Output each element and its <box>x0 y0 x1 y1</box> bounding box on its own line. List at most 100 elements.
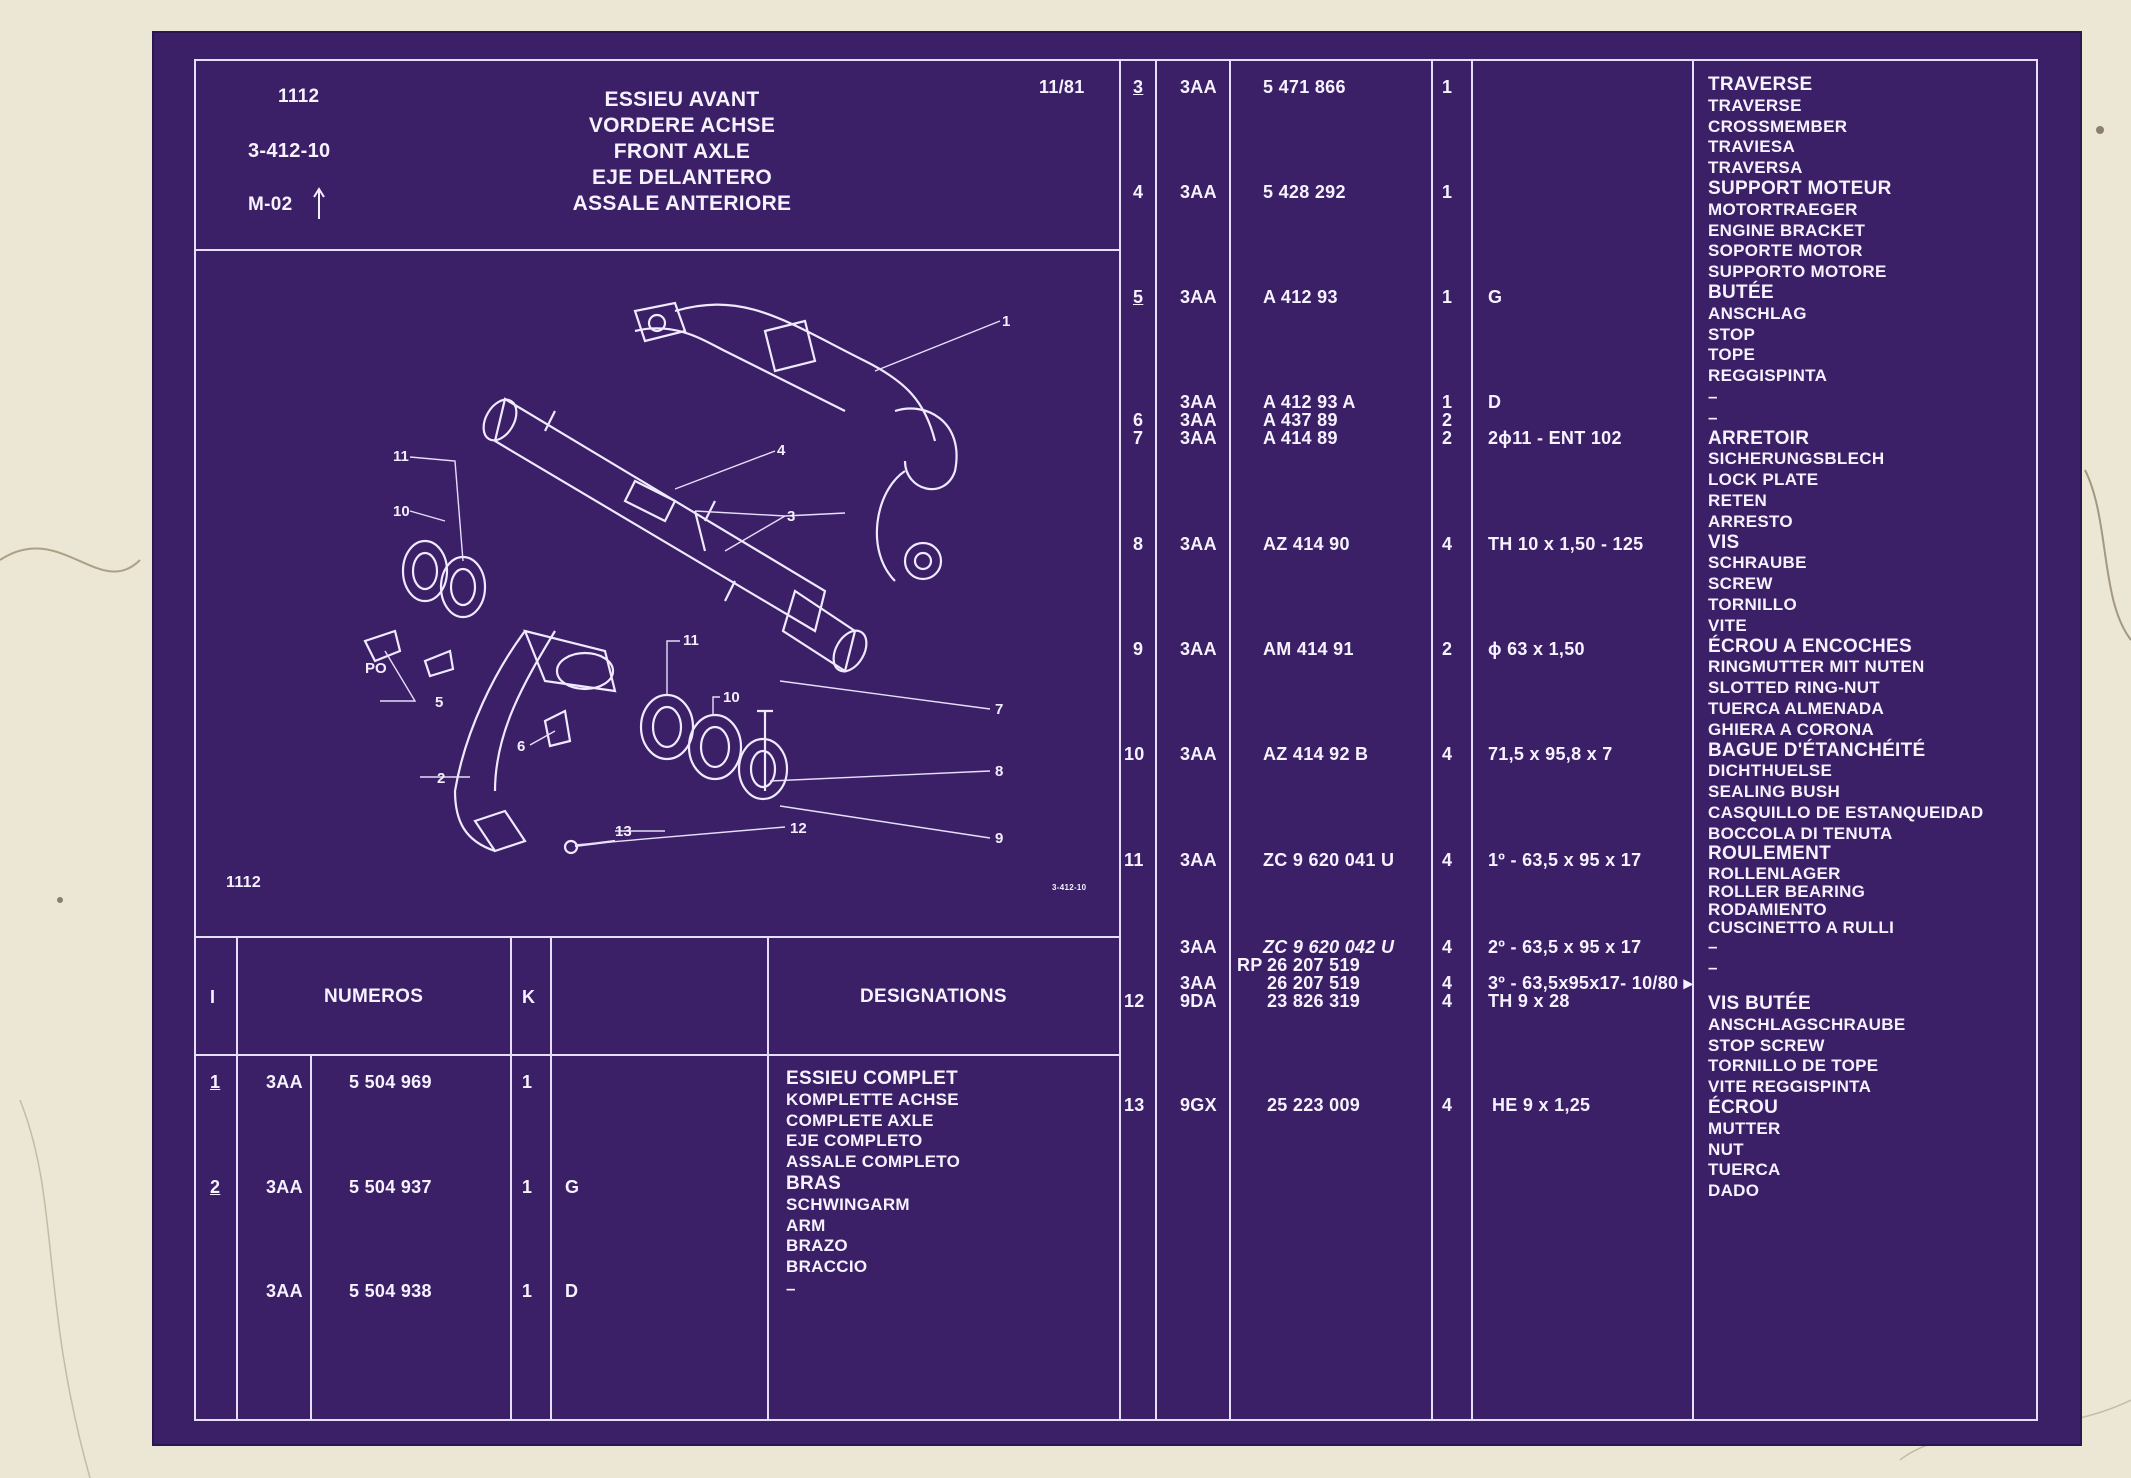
parts-sheet: 1112 3-412-10 M-02 11/81 ESSIEU AVANT VO… <box>152 31 2082 1446</box>
row-qty: 1 <box>1442 287 1453 307</box>
row-prefix: 3AA <box>1180 392 1217 412</box>
row-var: G <box>565 1177 580 1197</box>
row-designations: ESSIEU COMPLET KOMPLETTE ACHSE COMPLETE … <box>786 1068 961 1172</box>
row-spec: 2º - 63,5 x 95 x 17 <box>1488 937 1642 957</box>
row-index: 2 <box>210 1177 221 1197</box>
row-designations: – <box>786 1279 796 1298</box>
diagram-ref: 1112 <box>226 874 262 891</box>
row-prefix: 3AA <box>1180 850 1217 870</box>
divider <box>767 936 769 1421</box>
row-spec: TH 10 x 1,50 - 125 <box>1488 534 1644 554</box>
divider <box>194 249 1120 251</box>
row-qty: 4 <box>1442 744 1453 764</box>
row-qty: 2 <box>1442 410 1453 430</box>
row-spec: 3º - 63,5x95x17- 10/80 ▸ <box>1488 973 1693 993</box>
axle-tube <box>482 397 868 673</box>
row-spec: HE 9 x 1,25 <box>1492 1095 1591 1115</box>
row-index: 8 <box>1133 534 1144 554</box>
row-prefix: 3AA <box>1180 973 1217 993</box>
row-index: 6 <box>1133 410 1144 430</box>
divider <box>1692 59 1694 1421</box>
row-index: 11 <box>1124 850 1144 870</box>
row-prefix: 3AA <box>1180 744 1217 764</box>
row-number: ZC 9 620 042 U <box>1263 937 1395 957</box>
row-prefix: 3AA <box>1180 182 1217 202</box>
row-number: 5 504 937 <box>349 1177 432 1197</box>
callout-10: 10 <box>393 503 410 520</box>
row-spec: 2ϕ11 - ENT 102 <box>1488 428 1622 448</box>
row-var: D <box>565 1281 579 1301</box>
callout-7: 7 <box>995 701 1003 718</box>
row-prefix: 3AA <box>1180 534 1217 554</box>
arrow-up-icon <box>313 187 325 219</box>
row-number: A 437 89 <box>1263 410 1338 430</box>
row-index: 1 <box>210 1072 221 1092</box>
row-qty: 4 <box>1442 534 1453 554</box>
sheet-m02: M-02 <box>248 194 293 215</box>
row-prefix: 3AA <box>266 1177 303 1197</box>
sheet-code: 3-412-10 <box>248 140 331 162</box>
callout-10b: 10 <box>723 689 740 706</box>
row-spec: TH 9 x 28 <box>1488 991 1570 1011</box>
row-index: 3 <box>1133 77 1144 97</box>
callout-11b: 11 <box>683 632 699 649</box>
row-qty: 1 <box>1442 77 1453 97</box>
outer-frame <box>194 59 2038 1421</box>
row-number: 5 428 292 <box>1263 182 1346 202</box>
row-number: 25 223 009 <box>1267 1095 1361 1115</box>
callout-po: PO <box>365 660 387 677</box>
row-number: ZC 9 620 041 U <box>1263 850 1395 870</box>
callout-12: 12 <box>790 820 807 837</box>
callout-8: 8 <box>995 763 1003 780</box>
row-qty: 4 <box>1442 973 1453 993</box>
sheet-ref: 1112 <box>278 86 320 107</box>
row-index: 13 <box>1124 1095 1145 1115</box>
row-qty: 4 <box>1442 991 1453 1011</box>
row-prefix: 9GX <box>1180 1095 1217 1115</box>
divider <box>310 1054 312 1421</box>
row-qty: 1 <box>1442 182 1453 202</box>
sheet-date: 11/81 <box>1039 77 1085 97</box>
divider <box>1229 59 1231 1421</box>
small-parts <box>363 479 773 855</box>
row-number: AZ 414 90 <box>1263 534 1350 554</box>
callout-2: 2 <box>437 770 445 787</box>
row-index: 10 <box>1124 744 1145 764</box>
traverse <box>633 301 958 582</box>
row-number: A 414 89 <box>1263 428 1338 448</box>
row-spec: G <box>1488 287 1503 307</box>
callout-5: 5 <box>435 694 443 711</box>
callout-1: 1 <box>1002 313 1010 330</box>
divider <box>1119 59 1121 1421</box>
designation-vis-butee: VIS BUTÉE ANSCHLAGSCHRAUBE STOP SCREW TO… <box>1708 993 1906 1201</box>
diagram-ref-small: 3-412-10 <box>1052 883 1087 892</box>
row-spec: 71,5 x 95,8 x 7 <box>1488 744 1613 764</box>
row-prefix: 3AA <box>1180 639 1217 659</box>
row-index: 9 <box>1133 639 1144 659</box>
title-line: EJE DELANTERO <box>591 166 773 189</box>
divider <box>1155 59 1157 1421</box>
row-qty: 1 <box>522 1072 533 1092</box>
row-qty: 2 <box>1442 428 1453 448</box>
row-prefix: 3AA <box>1180 428 1217 448</box>
row-qty: 2 <box>1442 639 1453 659</box>
title-line: FRONT AXLE <box>613 140 751 163</box>
exploded-diagram: 1 2 3 4 5 6 7 8 9 10 11 12 13 10 11 PO <box>363 301 1010 855</box>
col-header-designations: DESIGNATIONS <box>860 986 1007 1007</box>
col-header-k: K <box>522 987 536 1007</box>
row-prefix: RP <box>1237 955 1263 975</box>
row-spec: D <box>1488 392 1502 412</box>
col-header-numeros: NUMEROS <box>324 986 424 1007</box>
designation-traverse: TRAVERSE TRAVERSE CROSSMEMBER TRAVIESA T… <box>1708 74 1984 978</box>
row-prefix: 3AA <box>266 1072 303 1092</box>
row-prefix: 9DA <box>1180 991 1217 1011</box>
row-spec: ϕ 63 x 1,50 <box>1488 639 1585 659</box>
row-prefix: 3AA <box>1180 77 1217 97</box>
row-qty: 1 <box>522 1281 533 1301</box>
page-title: ESSIEU AVANT VORDERE ACHSE FRONT AXLE EJ… <box>512 87 852 217</box>
row-index: 12 <box>1124 991 1145 1011</box>
divider <box>194 1054 1120 1056</box>
row-prefix: 3AA <box>1180 287 1217 307</box>
row-qty: 4 <box>1442 850 1453 870</box>
